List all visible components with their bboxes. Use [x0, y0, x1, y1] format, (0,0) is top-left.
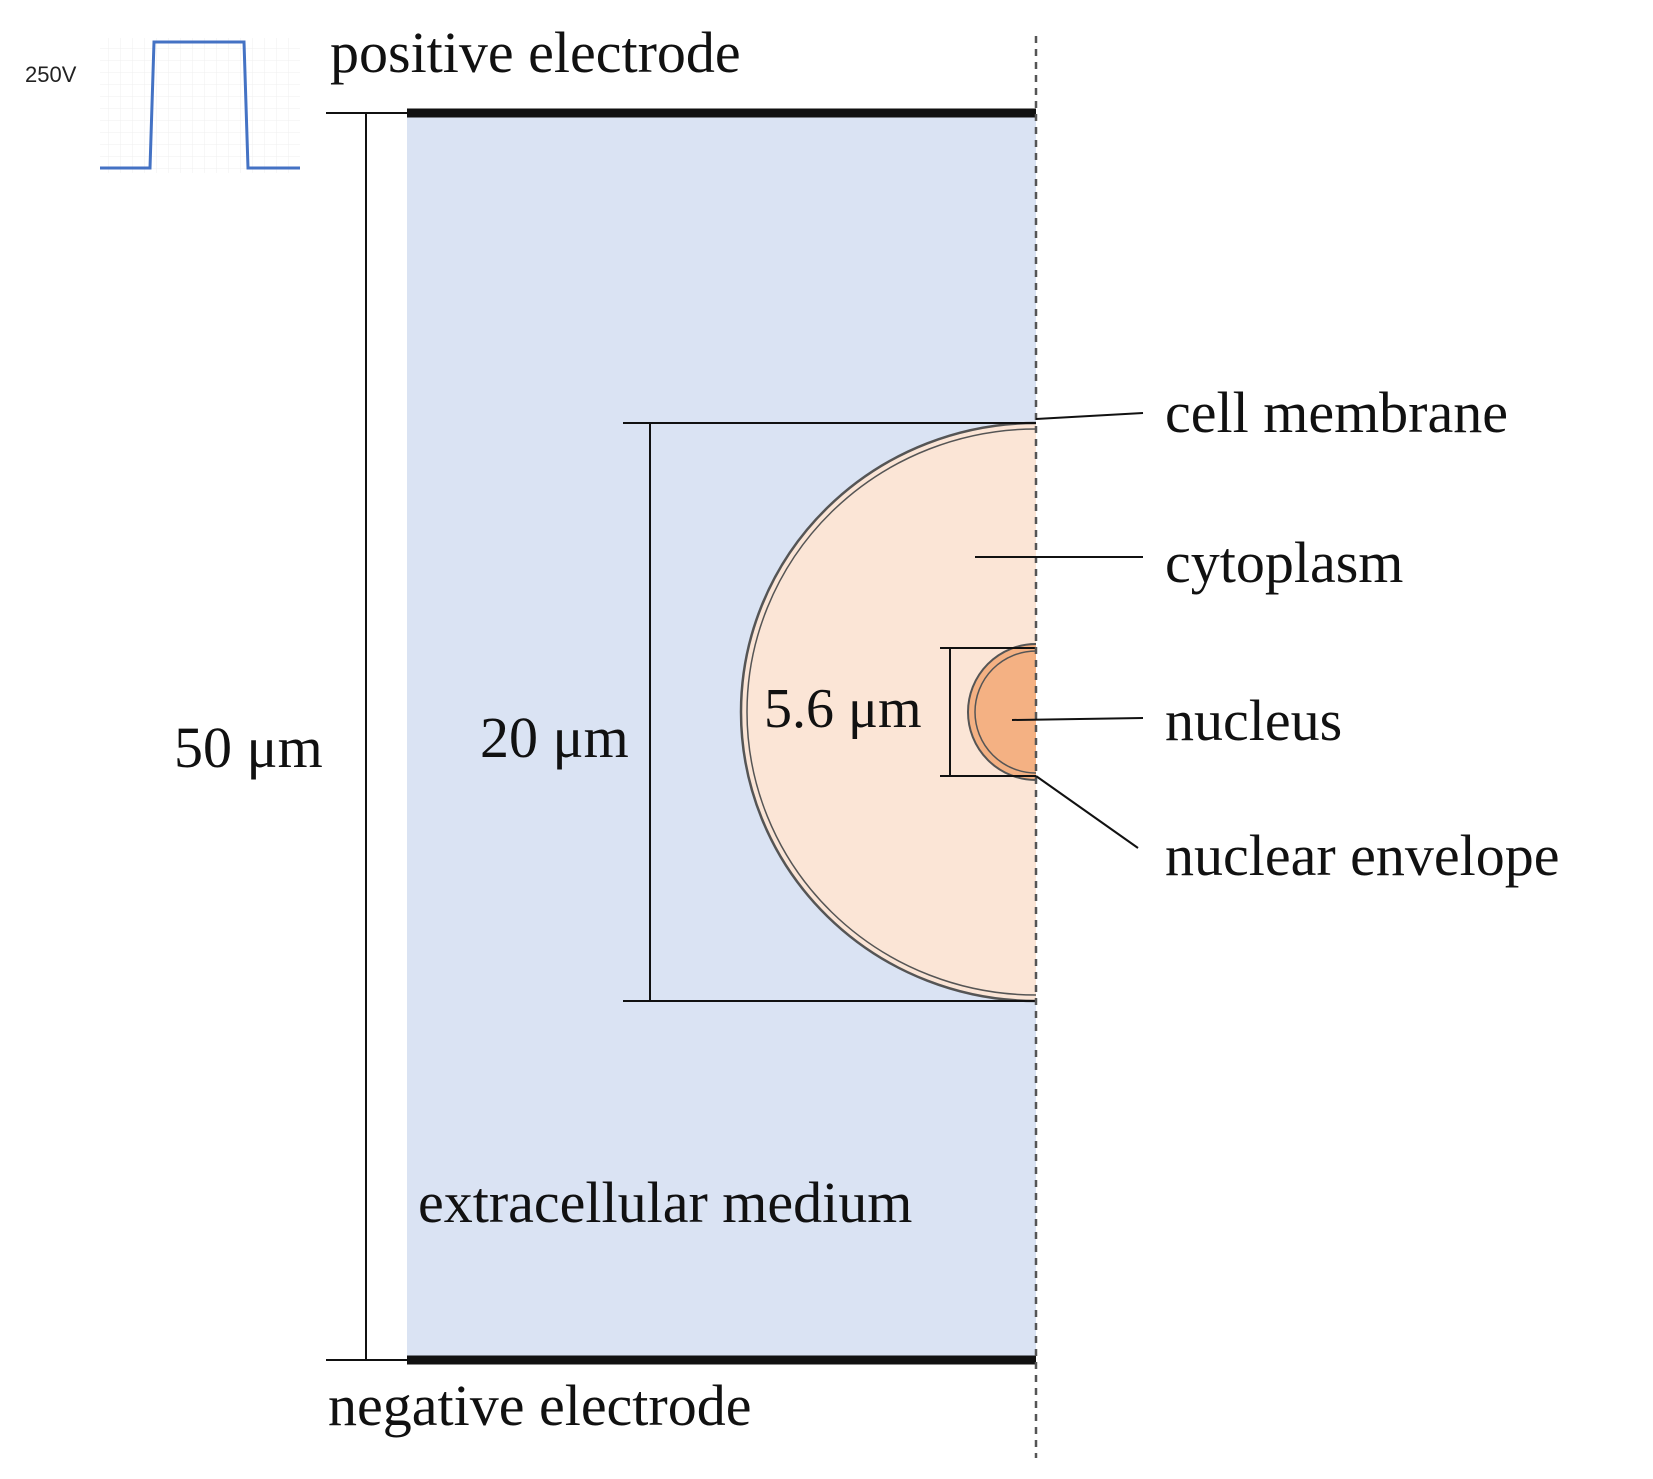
cytoplasm-region — [739, 421, 1036, 1003]
pulse-grid — [100, 38, 300, 173]
cell — [739, 421, 1036, 1003]
nucleus-leader — [1011, 717, 1144, 721]
cell-membrane-inner — [746, 428, 1036, 996]
nucleus-region — [974, 650, 1036, 774]
negative-electrode-label: negative electrode — [328, 1373, 751, 1438]
nuclear-envelope-leader — [1035, 775, 1139, 849]
cell-diameter-label: 20 μm — [480, 705, 629, 770]
nucleus-diameter-label: 5.6 μm — [764, 678, 922, 740]
extracellular-medium-label: extracellular medium — [418, 1170, 912, 1235]
pulse-amplitude-label: 250V — [25, 62, 77, 87]
nuclear-envelope-label: nuclear envelope — [1165, 823, 1560, 888]
pulse-waveform: 250V — [25, 38, 300, 173]
nucleus-label: nucleus — [1165, 688, 1342, 753]
cytoplasm-label: cytoplasm — [1165, 530, 1403, 595]
cell-membrane-label: cell membrane — [1165, 380, 1508, 445]
cell-membrane-leader — [1035, 412, 1144, 420]
positive-electrode-label: positive electrode — [330, 20, 741, 85]
domain-height-label: 50 μm — [174, 715, 323, 780]
pulse-trace — [100, 40, 300, 170]
